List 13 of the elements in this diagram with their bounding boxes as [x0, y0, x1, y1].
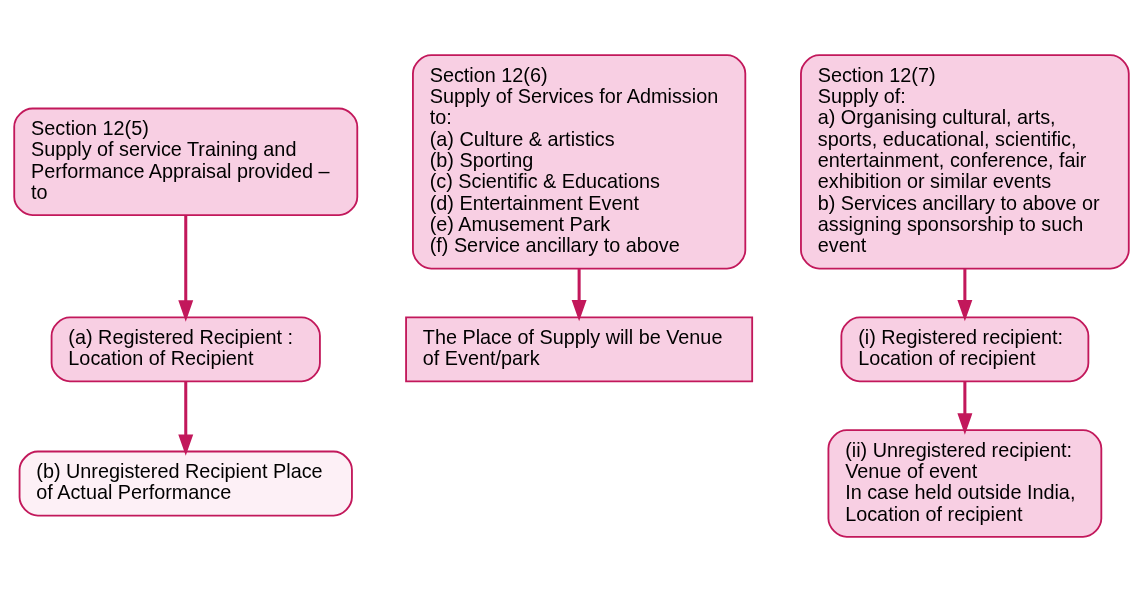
node-box: (b) Unregistered Recipient Place of Actual Performance — [18, 450, 353, 517]
arrow — [571, 269, 587, 322]
node-box: The Place of Supply will be Venue of Event/park — [405, 316, 754, 383]
arrow — [178, 381, 194, 456]
arrow — [957, 381, 973, 435]
arrow — [957, 269, 973, 322]
node-box: (a) Registered Recipient : Location of Recipient — [50, 316, 321, 383]
node-box: (i) Registered recipient: Location of recipient — [840, 316, 1090, 383]
arrow — [178, 215, 194, 322]
node-box: Section 12(7) Supply of: a) Organising cultural, arts, sports, educational, scientific, entertainment, conference, fair exhibition or similar events b) Services ancillary to above or assigning sponsorship to such event — [800, 54, 1130, 270]
node-box: (ii) Unregistered recipient: Venue of event In case held outside India, Location of recipient — [827, 429, 1103, 538]
node-box: Section 12(5) Supply of service Training and Performance Appraisal provided – to — [13, 107, 359, 217]
node-box: Section 12(6) Supply of Services for Admission to: (a) Culture & artistics (b) Sporting (c) Scientific & Educations (d) Entertainment Event (e) Amusement Park (f) Service ancillary to above — [412, 54, 747, 270]
